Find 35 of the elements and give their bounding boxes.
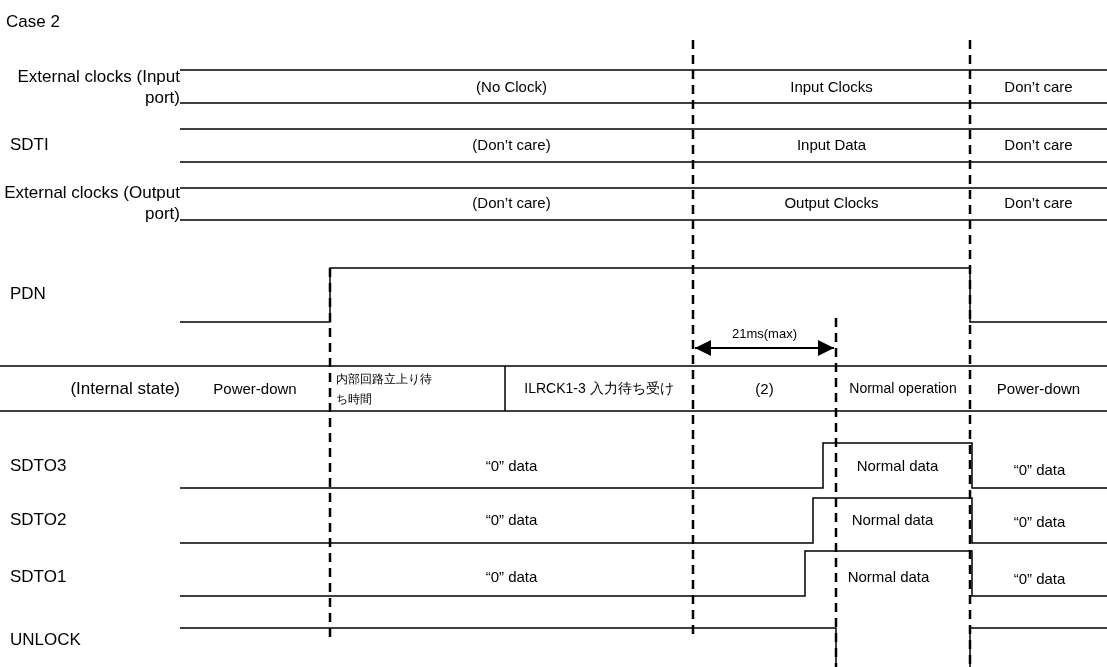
bus-value-label: Input Data [795, 135, 868, 155]
bus-value-label: Don’t care [1003, 77, 1074, 97]
bus-value-label: Input Clocks [789, 77, 874, 97]
signal-name: (Internal state) [69, 378, 180, 400]
state-label: (2) [754, 379, 775, 399]
bus-value-label: Don’t care [1003, 135, 1074, 155]
bus-value-label: Output Clocks [783, 193, 880, 213]
signal-name: SDTO1 [10, 566, 68, 588]
bus-value-label: (Don’t care) [471, 193, 552, 213]
state-label: ILRCK1-3 入力待ち受け [523, 380, 675, 398]
signal-name: SDTI [10, 134, 50, 156]
signal-name: External clocks (Output port) [3, 181, 180, 225]
bus-value-label: Don’t care [1003, 193, 1074, 213]
output-value-label: “0” data [484, 510, 539, 530]
title: Case 2 [6, 11, 60, 33]
output-value-label: “0” data [484, 567, 539, 587]
bus-value-label: (Don’t care) [471, 135, 552, 155]
output-value-label: “0” data [484, 456, 539, 476]
signal-name: SDTO2 [10, 509, 68, 531]
signal-name: PDN [10, 283, 47, 305]
output-value-label: Normal data [846, 567, 931, 587]
output-value-label: Normal data [850, 510, 935, 530]
signal-name: UNLOCK [10, 629, 82, 651]
output-value-label: Normal data [855, 456, 940, 476]
state-label: Power-down [995, 379, 1082, 399]
output-value-label: “0” data [1012, 512, 1067, 532]
state-label: Normal operation [848, 380, 958, 398]
signal-name: External clocks (Input port) [16, 65, 180, 109]
bus-value-label: (No Clock) [475, 77, 548, 97]
output-value-label: “0” data [1012, 460, 1067, 480]
state-label: 内部回路立上り待ち時間 [336, 370, 433, 408]
dimension-label: 21ms(max) [731, 325, 798, 343]
output-value-label: “0” data [1012, 569, 1067, 589]
signal-name: SDTO3 [10, 455, 68, 477]
state-label: Power-down [212, 379, 298, 399]
